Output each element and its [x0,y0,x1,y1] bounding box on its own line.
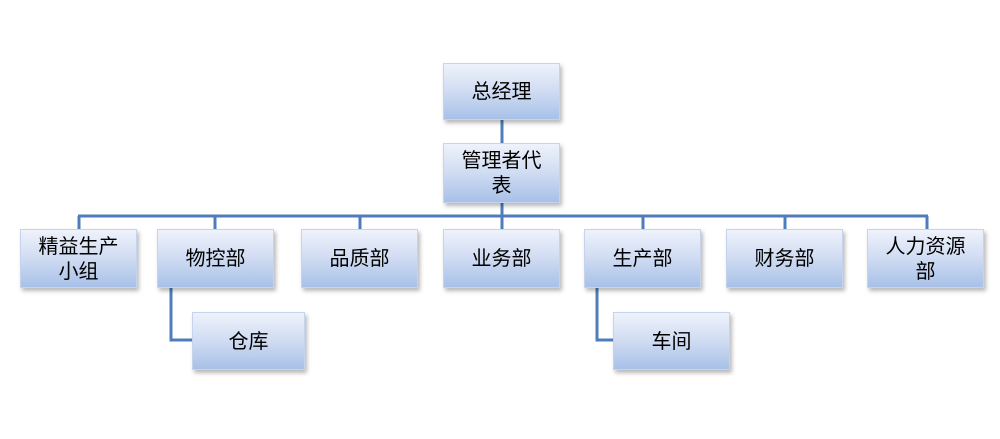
node-label: 物控部 [185,246,246,270]
node-label: 管理者代表 [461,148,542,197]
node-label: 仓库 [228,328,269,353]
node-quality-dept: 品质部 [301,229,418,288]
node-label: 车间 [651,328,692,353]
node-workshop: 车间 [613,312,730,370]
node-label: 人力资源部 [885,233,966,283]
node-general-manager: 总经理 [443,63,560,120]
node-management-representative: 管理者代表 [443,143,560,203]
node-label: 业务部 [471,246,532,270]
node-label: 财务部 [754,246,815,270]
node-business-dept: 业务部 [443,229,560,288]
node-lean-production-group: 精益生产小组 [20,229,137,288]
node-finance-dept: 财务部 [726,229,843,288]
node-hr-dept: 人力资源部 [867,229,984,288]
node-label: 生产部 [612,246,673,270]
node-production-dept: 生产部 [584,229,701,288]
node-label: 品质部 [329,246,390,270]
connector-material-to-warehouse [169,288,192,342]
node-label: 精益生产小组 [38,233,119,283]
node-material-control-dept: 物控部 [157,229,274,288]
node-label: 总经理 [471,79,532,103]
connector-production-to-workshop [595,288,613,342]
node-warehouse: 仓库 [192,312,305,370]
